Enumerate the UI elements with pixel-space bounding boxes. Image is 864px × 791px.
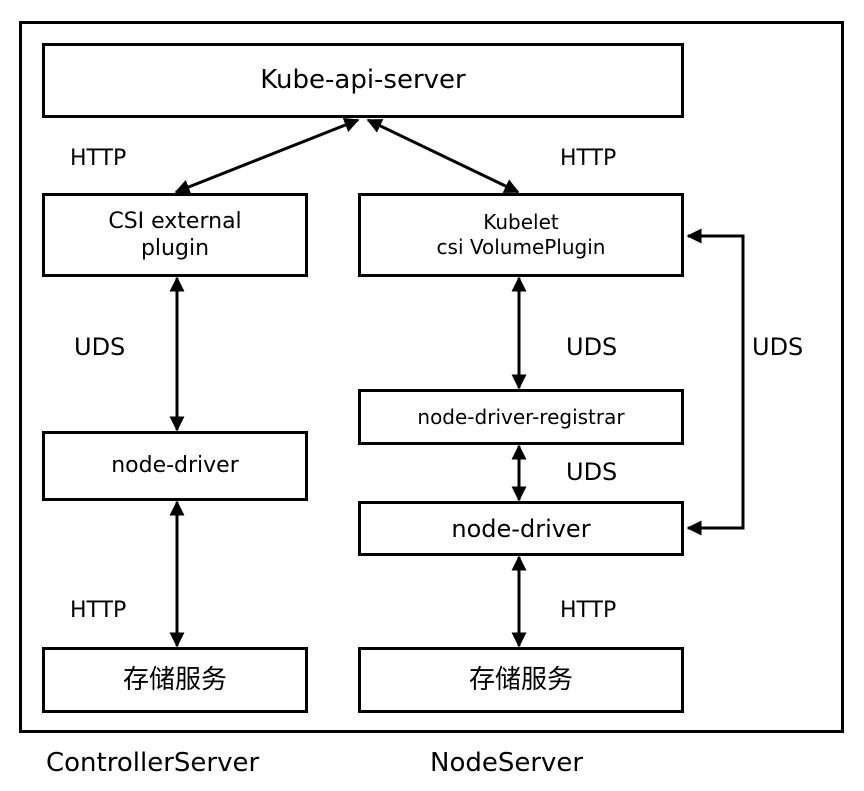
edge-kubelet-to-node-driver-uds [686,228,745,536]
caption-controller-server: ControllerServer [46,748,260,778]
uds-label-left: UDS [74,333,126,361]
csi-external-plugin-line-1: CSI external [108,208,242,234]
kubelet-plugin-box: Kubelet csi VolumePlugin [358,193,684,277]
uds-label-registrar: UDS [566,458,618,486]
uds-label-far-right: UDS [752,333,804,361]
storage-service-left-box: 存储服务 [42,647,308,713]
kubelet-plugin-line-2: csi VolumePlugin [436,235,606,259]
uds-label-right: UDS [566,333,618,361]
node-driver-right-label: node-driver [451,514,591,543]
edge-api-to-kubelet [366,118,520,194]
edge-api-to-csi-plugin [174,117,360,195]
node-driver-left-box: node-driver [42,431,308,501]
node-driver-left-label: node-driver [111,453,239,479]
http-label-bottom-left: HTTP [70,598,127,623]
http-label-bottom-right: HTTP [560,598,617,623]
http-label-top-left: HTTP [70,146,127,171]
storage-service-right-label: 存储服务 [468,664,573,695]
node-driver-right-box: node-driver [358,501,684,556]
node-driver-registrar-box: node-driver-registrar [358,389,684,445]
kube-api-server-label: Kube-api-server [260,65,466,96]
storage-service-right-box: 存储服务 [358,647,684,713]
storage-service-left-label: 存储服务 [122,664,227,695]
kube-api-server-box: Kube-api-server [42,43,684,118]
caption-node-server: NodeServer [430,748,584,778]
kubelet-plugin-line-1: Kubelet [483,210,559,234]
csi-external-plugin-box: CSI external plugin [42,193,308,277]
node-driver-registrar-label: node-driver-registrar [417,404,625,429]
http-label-top-right: HTTP [560,146,617,171]
csi-external-plugin-line-2: plugin [140,236,210,261]
outer-frame [19,21,844,733]
